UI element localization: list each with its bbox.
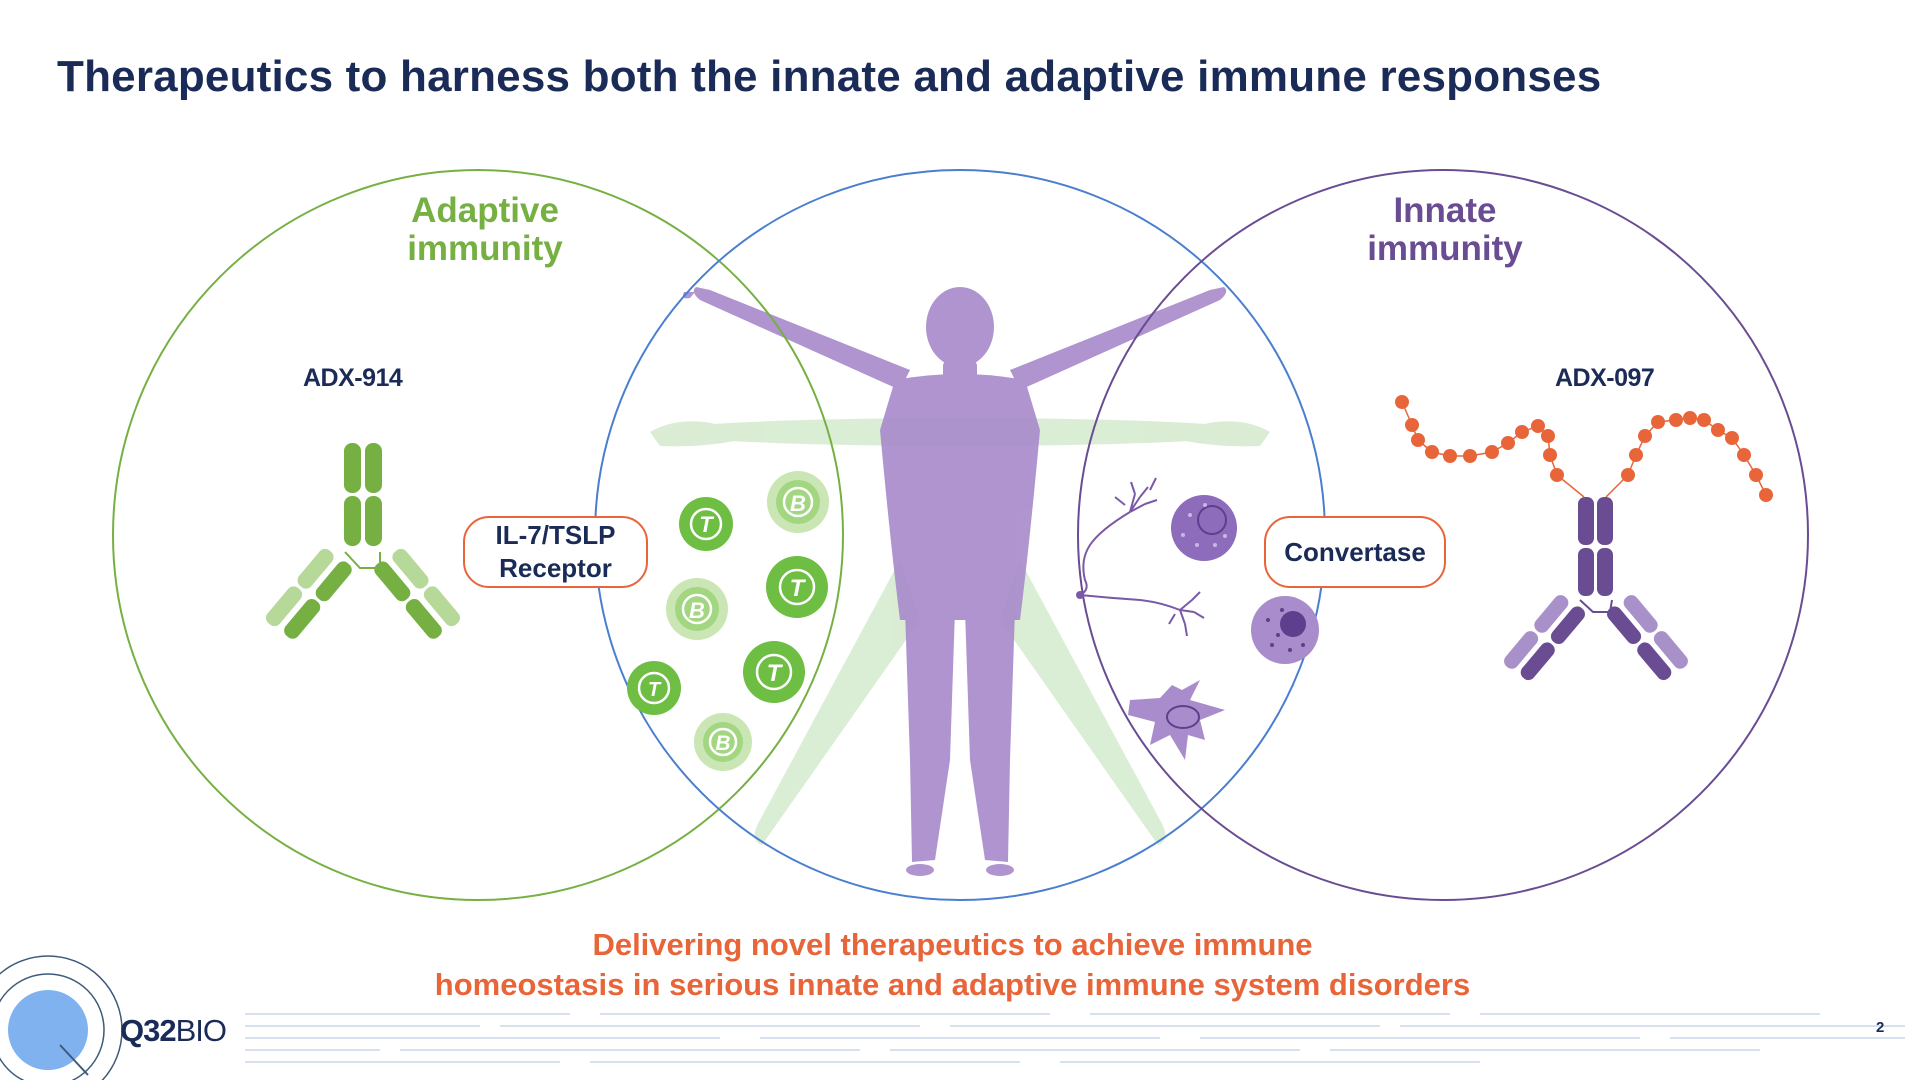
- macrophage-icon: [1251, 596, 1319, 664]
- logo-mark-icon: [0, 955, 123, 1080]
- svg-text:B: B: [715, 732, 730, 755]
- adaptive-label-line2: immunity: [407, 229, 563, 268]
- b-cell-icon: B: [666, 578, 728, 640]
- convertase-pill: Convertase: [1264, 516, 1446, 588]
- logo-prefix: Q32: [120, 1013, 177, 1048]
- receptor-line1: IL-7/TSLP: [495, 520, 616, 550]
- slide-title: Therapeutics to harness both the innate …: [57, 52, 1602, 101]
- t-cell-icon: T: [766, 556, 828, 618]
- b-cell-icon: B: [694, 713, 752, 771]
- human-figure: [682, 287, 1227, 876]
- innate-immunity-label: Innate immunity: [1320, 192, 1570, 268]
- innate-cells: [1076, 477, 1319, 760]
- orange-bead-chains: [1395, 395, 1773, 502]
- tagline-line2: homeostasis in serious innate and adapti…: [434, 967, 1471, 1002]
- adaptive-label-line1: Adaptive: [411, 191, 559, 230]
- receptor-line2: Receptor: [499, 553, 612, 583]
- t-cell-icon: T: [743, 641, 805, 703]
- b-cell-icon: B: [767, 471, 829, 533]
- adaptive-immunity-label: Adaptive immunity: [360, 192, 610, 268]
- purple-antibody-icon: [1395, 395, 1773, 681]
- adx-097-label: ADX-097: [1555, 364, 1655, 392]
- footer-decoration: [0, 955, 1905, 1080]
- il7-tslp-receptor-pill: IL-7/TSLP Receptor: [463, 516, 648, 588]
- lymphocytes: T B T B T T B: [627, 471, 829, 771]
- t-cell-icon: T: [627, 661, 681, 715]
- adaptive-circle: [112, 169, 844, 901]
- svg-text:T: T: [767, 660, 784, 687]
- svg-text:T: T: [790, 575, 807, 602]
- logo-suffix: BIO: [175, 1013, 227, 1048]
- innate-circle: [1077, 169, 1809, 901]
- neuron-icon: [1076, 477, 1205, 637]
- footer-lines: [245, 1013, 1905, 1063]
- svg-text:B: B: [790, 491, 806, 516]
- innate-label-line1: Innate: [1393, 191, 1497, 230]
- svg-text:T: T: [699, 512, 714, 537]
- svg-text:T: T: [648, 679, 662, 701]
- granulocyte-icon: [1171, 495, 1237, 561]
- t-cell-icon: T: [679, 497, 733, 551]
- adx-914-label: ADX-914: [303, 364, 403, 392]
- dendritic-cell-icon: [1128, 680, 1225, 760]
- page-number: 2: [1876, 1019, 1885, 1036]
- company-logo: Q32BIO: [120, 1013, 227, 1049]
- green-antibody-icon: [265, 443, 461, 639]
- innate-label-line2: immunity: [1367, 229, 1523, 268]
- tagline-line1: Delivering novel therapeutics to achieve…: [592, 927, 1313, 962]
- svg-text:B: B: [689, 598, 705, 623]
